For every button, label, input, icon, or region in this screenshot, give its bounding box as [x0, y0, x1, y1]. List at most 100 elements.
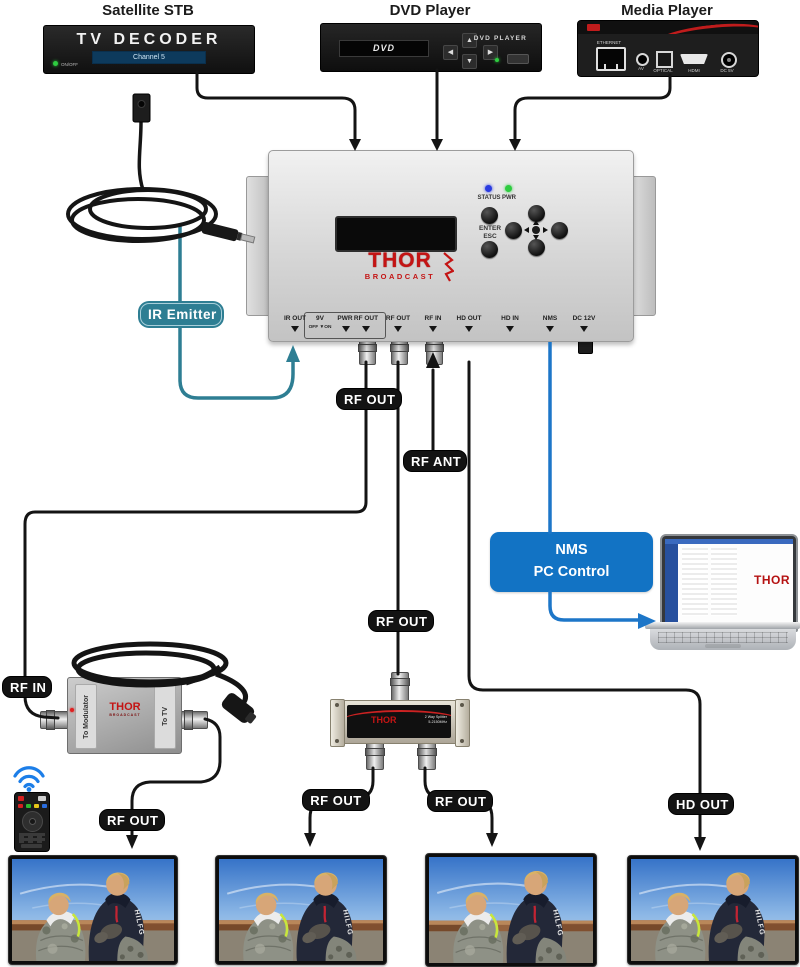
status-led [485, 185, 492, 192]
to-tv-label: To TV [161, 707, 169, 726]
dvd-power-button [507, 54, 529, 64]
media-port-label-ethernet: ETHERNET [596, 40, 622, 45]
laptop-display: THOR [665, 539, 793, 627]
enter-button [481, 207, 498, 224]
splitter-device: THOR 2 Way Splitter 5-2150MHz [330, 699, 470, 747]
remote-green-button [26, 804, 31, 808]
ethernet-port [596, 47, 626, 71]
splitter-spec2: 5-2150MHz [428, 720, 447, 725]
injector-brand-word: THOR [109, 701, 141, 713]
arrow-into-tv3 [486, 833, 498, 847]
remote-top-button [38, 796, 46, 801]
status-led-label: STATUS [477, 195, 501, 201]
stb-title: Satellite STB [102, 2, 194, 19]
pwr-led-label: PWR [502, 195, 516, 201]
to-modulator-label: To Modulator [82, 694, 90, 739]
dpad-center-button [532, 226, 540, 234]
nms-line2: PC Control [533, 564, 610, 580]
rf-out-mid-label: RF OUT [368, 610, 434, 632]
splitter-out-right-connector [417, 742, 437, 770]
remote-yellow-button [34, 804, 39, 808]
port-label-ir-out: IR OUT [283, 315, 307, 322]
av-port [636, 53, 649, 66]
dpad-up-arrow-icon [533, 220, 539, 225]
port-marker [465, 326, 473, 332]
rf-out-tv3-label: RF OUT [427, 790, 493, 812]
port-label-9v: 9V [316, 315, 324, 322]
arrow-into-tv2 [304, 833, 316, 847]
wifi-icon [13, 766, 45, 792]
dvd-up-button: ▲ [462, 33, 477, 48]
rf-out-top-label: RF OUT [336, 388, 402, 410]
splitter-brand: THOR [371, 715, 397, 725]
dvd-player-device: DVD ◀ ▲ ▼ ▶ DVD PLAYER [320, 23, 542, 72]
esc-button [481, 241, 498, 258]
port-label-hd-in: HD IN [501, 315, 519, 322]
rf-ant-label: RF ANT [403, 450, 467, 472]
optical-port [656, 51, 673, 68]
port-label-hd-out: HD OUT [456, 315, 482, 322]
modulator-lcd [335, 216, 457, 252]
thor-logo: THOR BROADCAST [350, 250, 450, 281]
injector-right-strip: To TV [154, 684, 176, 749]
stb-name: TV DECODER [76, 31, 222, 48]
nms-line1: NMS [555, 542, 588, 559]
port-marker [506, 326, 514, 332]
dpad-right-arrow-icon [543, 227, 548, 233]
stb-to-modulator-cable [195, 70, 357, 142]
remote-keypad [19, 833, 45, 843]
port-marker [546, 326, 554, 332]
injector-led [70, 708, 74, 712]
injector-brand-sub: BROADCAST [109, 713, 141, 717]
splitter-out-left-connector [365, 742, 385, 770]
port-marker [342, 326, 350, 332]
port-label-dc12v: DC 12V [572, 315, 596, 322]
stb-channel-display: Channel 5 [92, 51, 206, 64]
laptop-screen: THOR [660, 534, 798, 632]
media-port-label-dc5v: DC 5V [720, 68, 734, 73]
port-sublabel-9v: OFF ▼ON [308, 325, 332, 330]
media-port-label-optical: OPTICAL [653, 68, 673, 73]
media-to-modulator-cable [513, 73, 672, 142]
splitter-spec1: 2 Way Splitter [424, 715, 447, 719]
port-marker [291, 326, 299, 332]
rf-out-1-connector [358, 339, 377, 365]
media-top-cover [578, 21, 758, 34]
remote-bottom-button [21, 844, 42, 848]
rf-out-tv2-label: RF OUT [302, 789, 370, 811]
media-player-device: ETHERNET AV OPTICAL HDMI DC 5V [577, 20, 759, 77]
remote-control [14, 792, 50, 852]
nms-pc-control-box: NMS PC Control [490, 532, 653, 592]
dpad-up-button [528, 205, 545, 222]
injector-left-connector [40, 710, 70, 730]
dpad-left-button [505, 222, 522, 239]
arrow-into-tv4 [694, 837, 706, 851]
thor-bolt-icon [443, 252, 454, 282]
dpad-down-arrow-icon [533, 235, 539, 240]
remote-blue-button [42, 804, 47, 808]
port-marker [429, 326, 437, 332]
arrow-ir-out-up [286, 345, 300, 362]
dvd-power-led [495, 58, 499, 62]
pwr-led [505, 185, 512, 192]
thor-brand-sub: BROADCAST [364, 272, 436, 281]
thor-brand: THOR [368, 249, 432, 272]
remote-power-button [18, 796, 24, 801]
port-marker [362, 326, 370, 332]
rf-out-tv1-label: RF OUT [99, 809, 165, 831]
laptop-thor-logo: THOR [754, 573, 790, 587]
tv-4 [627, 855, 799, 965]
ir-injector-device: To Modulator To TV THOR BROADCAST [67, 677, 182, 754]
dpad-left-arrow-icon [524, 227, 529, 233]
dvd-down-button: ▼ [462, 54, 477, 69]
stb-power-led [53, 61, 58, 66]
splitter-face: THOR 2 Way Splitter 5-2150MHz [347, 705, 451, 738]
rf-in-connector [425, 339, 444, 365]
hd-out-label: HD OUT [668, 793, 734, 815]
laptop-keyboard [650, 629, 796, 650]
dc5v-port [721, 52, 737, 68]
laptop-hinge [645, 622, 800, 629]
media-port-label-hdmi: HDMI [688, 68, 700, 73]
ir-emitter-hardware [66, 93, 256, 244]
